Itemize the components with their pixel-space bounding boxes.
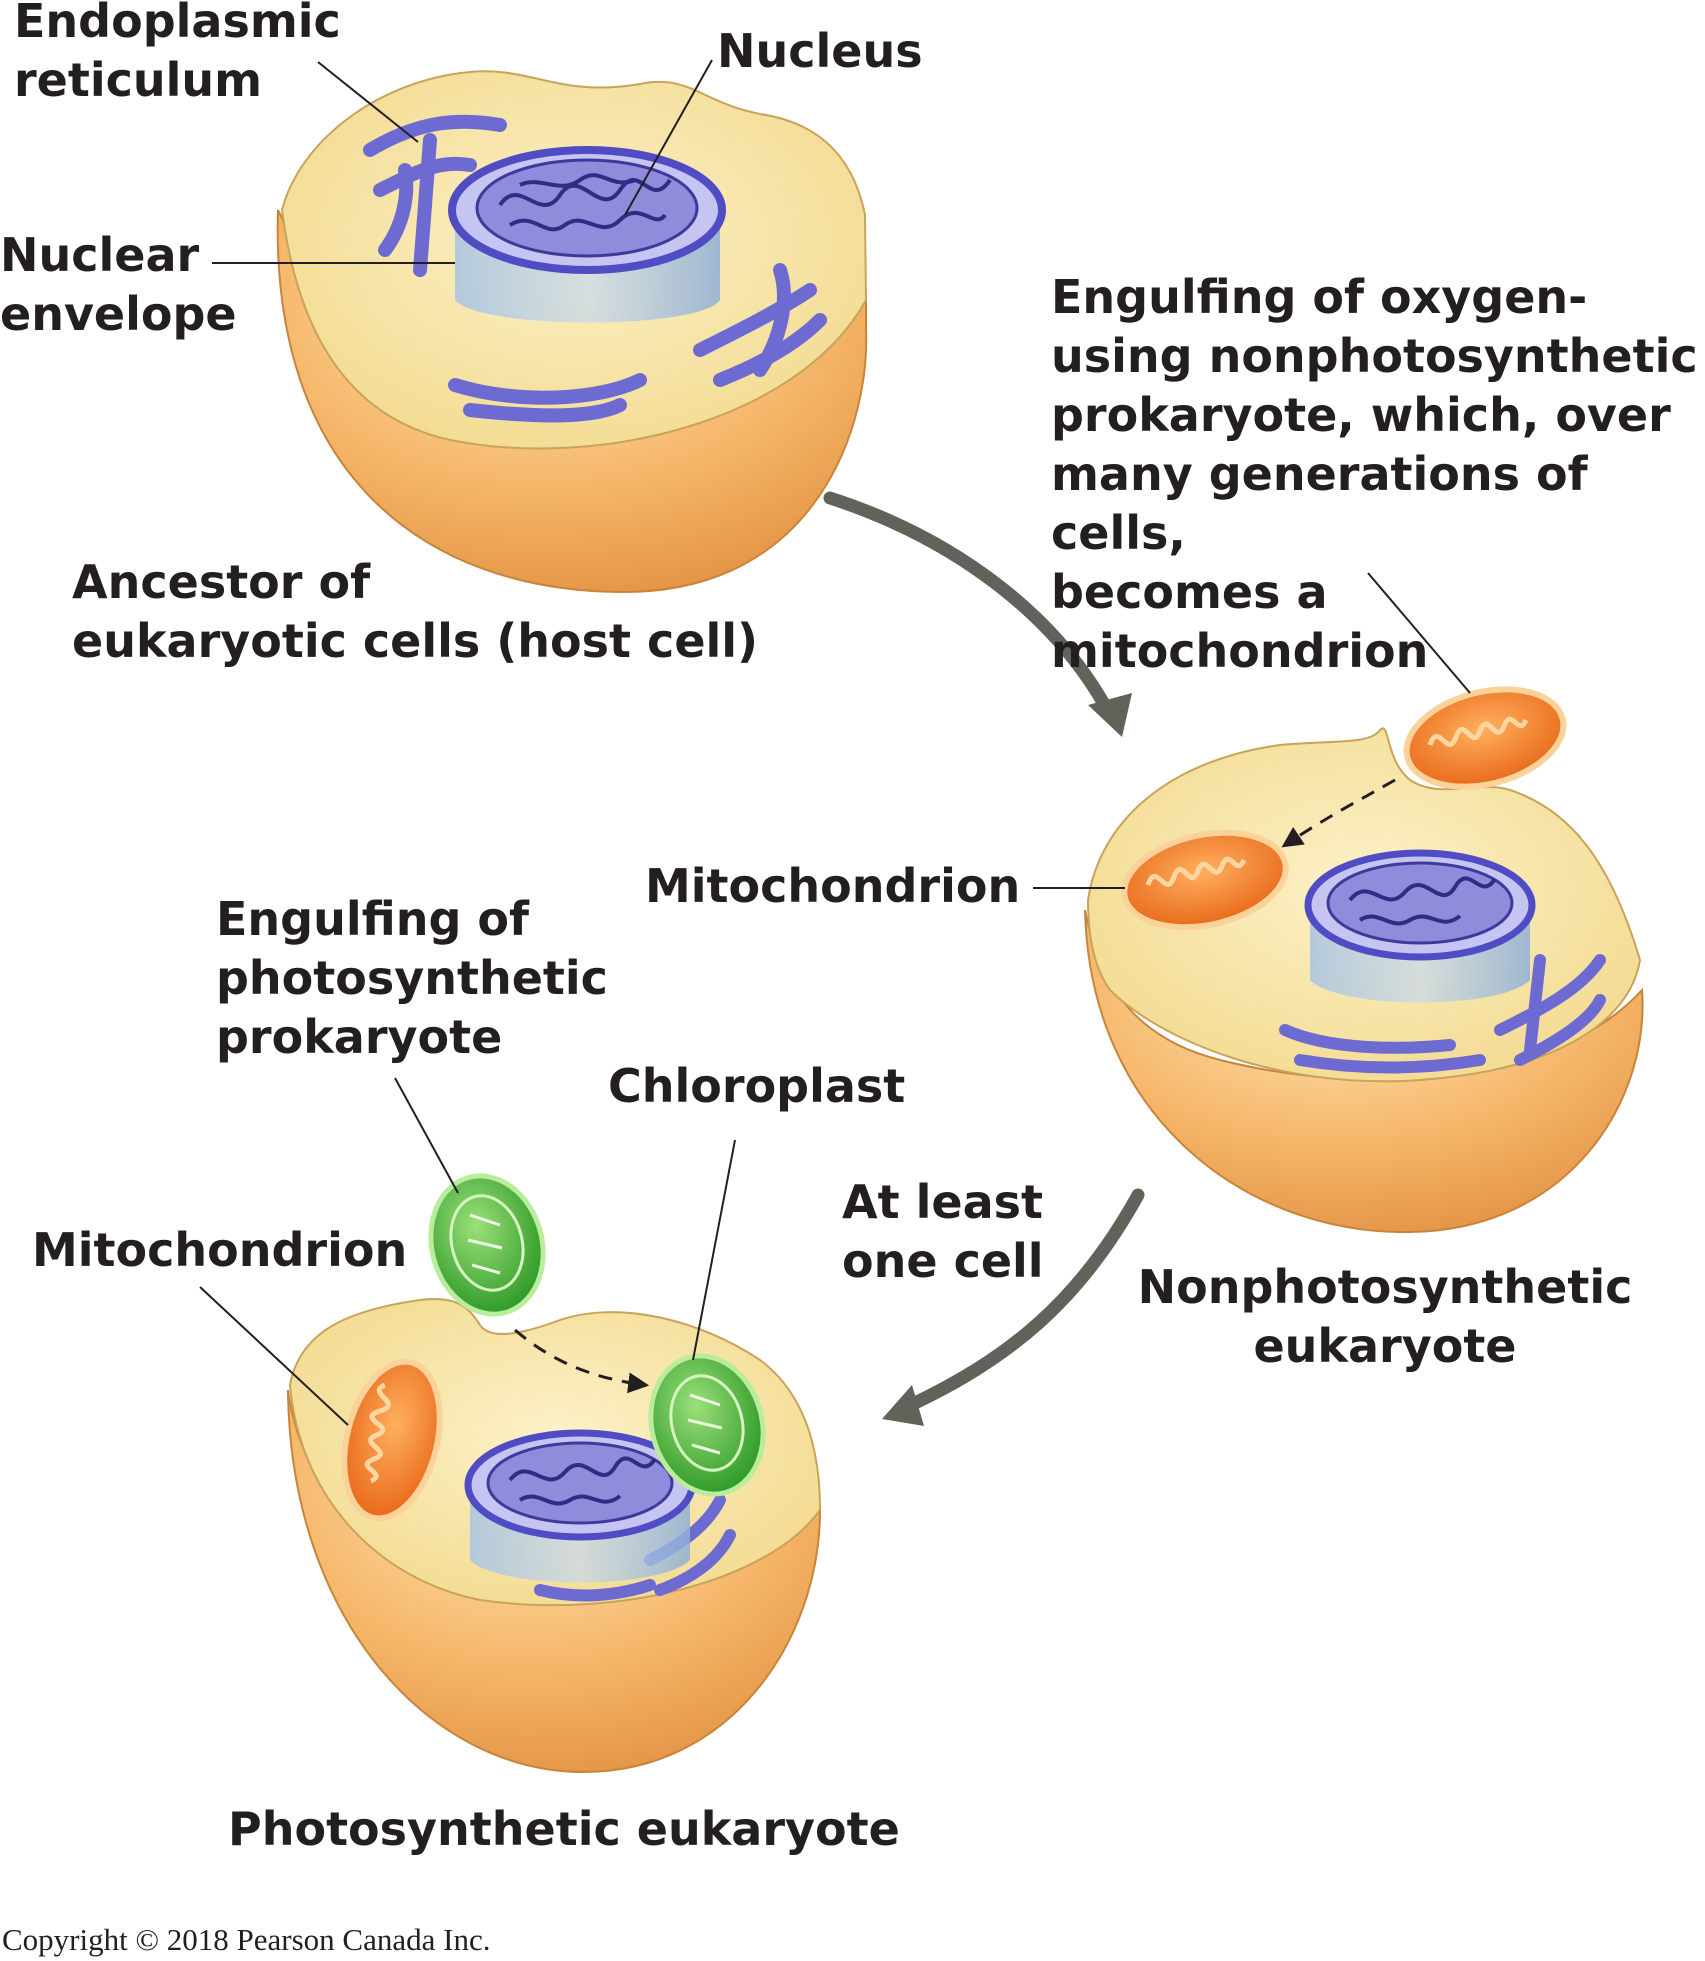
- leader-engulf-photo: [394, 1077, 459, 1194]
- arrow-host-to-nonphoto: [823, 491, 1117, 722]
- nonphoto-nucleus: [1304, 849, 1536, 1003]
- label-nucleus: Nucleus: [717, 24, 923, 78]
- host-cell: [276, 70, 868, 594]
- nonphoto-cell: [1084, 727, 1644, 1234]
- chloro-engulf-path: [514, 1328, 650, 1394]
- photo-cell: [287, 1298, 822, 1774]
- host-nucleus: [448, 146, 726, 323]
- label-chloroplast: Chloroplast: [608, 1059, 906, 1113]
- label-endoplasmic-reticulum: Endoplasmic reticulum: [14, 0, 341, 107]
- nonphoto-er: [1279, 954, 1606, 1074]
- mito-engulf-path: [1281, 778, 1396, 848]
- label-at-least-one-cell: At least one cell: [842, 1175, 1044, 1288]
- copyright-notice: Copyright © 2018 Pearson Canada Inc.: [2, 1922, 491, 1957]
- leader-lines: [199, 59, 1471, 1426]
- engulfing-chloroplast: [428, 1173, 546, 1317]
- arrow-nonphoto-to-photo: [893, 1188, 1145, 1417]
- label-nuclear-envelope: Nuclear envelope: [0, 228, 237, 341]
- photo-nucleus: [464, 1429, 696, 1583]
- leader-chloroplast: [692, 1139, 736, 1361]
- nonphoto-mitochondrion: [1121, 829, 1289, 931]
- nonphoto-cell-shell: [1084, 909, 1644, 1234]
- leader-mitochondrion-2: [199, 1286, 349, 1426]
- leader-nucleus: [624, 59, 713, 216]
- label-photo-eukaryote: Photosynthetic eukaryote: [228, 1802, 900, 1856]
- photo-chloroplast: [648, 1353, 766, 1497]
- label-engulf-oxygen: Engulfing of oxygen- using nonphotosynth…: [1051, 270, 1698, 678]
- leader-engulf-oxygen: [1367, 572, 1471, 694]
- label-host-cell: Ancestor of eukaryotic cells (host cell): [72, 555, 759, 668]
- engulfing-mitochondrion: [1403, 686, 1567, 790]
- leader-er: [317, 61, 419, 143]
- label-engulf-photo: Engulfing of photosynthetic prokaryote: [216, 892, 608, 1064]
- photo-mitochondrion: [341, 1358, 443, 1522]
- label-nonphoto-eukaryote: Nonphotosynthetic eukaryote: [1137, 1260, 1633, 1373]
- label-mitochondrion-1: Mitochondrion: [645, 859, 1021, 913]
- label-mitochondrion-2: Mitochondrion: [32, 1223, 408, 1277]
- endoplasmic-reticulum: [363, 114, 827, 423]
